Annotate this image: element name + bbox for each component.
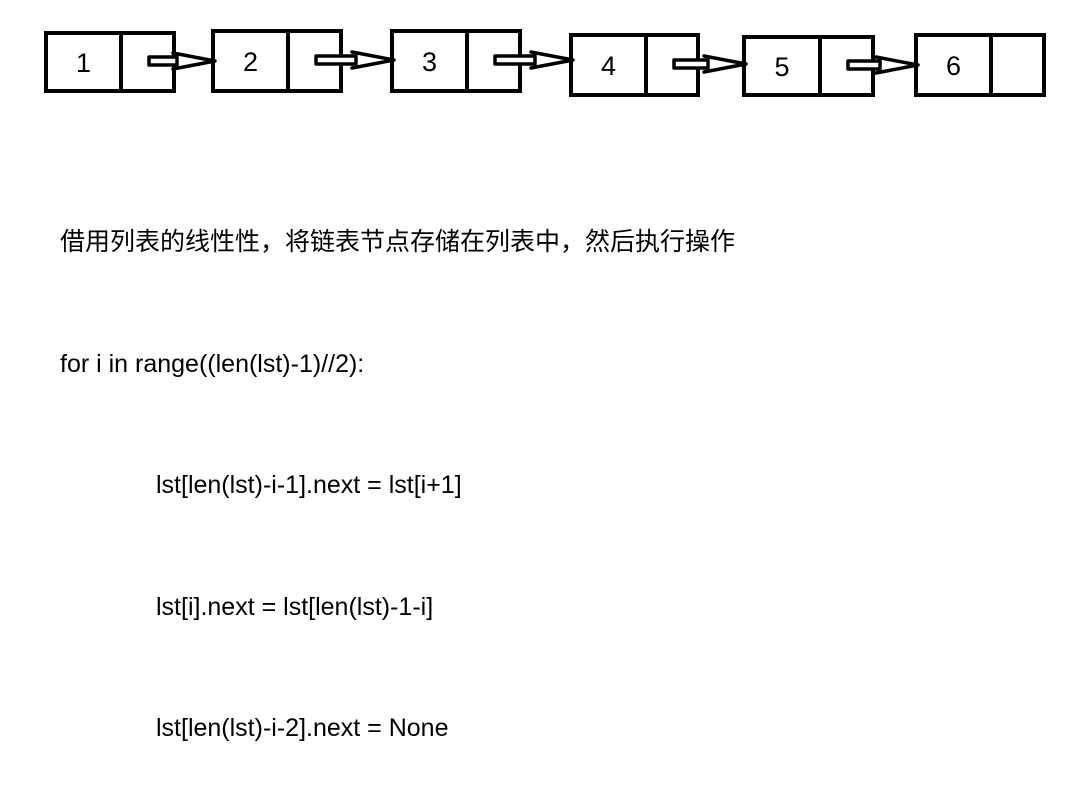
description-text: 借用列表的线性性，将链表节点存储在列表中，然后执行操作 [60,228,736,256]
arrow-head [702,54,748,74]
arrow-head [171,51,217,71]
code-line-loop: for i in range((len(lst)-1)//2): [60,349,365,378]
code-line-terminate: lst[len(lst)-i-2].next = None [156,714,449,742]
node-value-label: 6 [946,51,961,81]
arrow-head [350,50,396,70]
arrow-head [874,55,920,75]
arrow-shaft [147,55,179,67]
next-pointer-arrow-5 [846,55,920,75]
node-value-label: 5 [774,52,789,82]
next-pointer-arrow-3 [493,50,575,70]
arrow-shaft [314,54,358,66]
node-value-label: 3 [422,47,437,77]
list-node-6: 6 [914,33,1046,97]
explanation-block: 借用列表的线性性，将链表节点存储在列表中，然后执行操作 for i in ran… [60,141,735,789]
arrows-layer [147,50,920,75]
node-value-label: 2 [243,47,258,77]
next-pointer-arrow-1 [147,51,217,71]
node-value-label: 4 [601,51,616,81]
node-box [914,33,1046,97]
node-value-label: 1 [76,48,91,78]
next-pointer-arrow-2 [314,50,396,70]
arrow-shaft [493,54,537,66]
next-pointer-arrow-4 [672,54,748,74]
arrow-head [529,50,575,70]
arrow-shaft [672,58,710,70]
linked-list-diagram: 1 2 3 4 5 6 [44,29,1046,97]
arrow-shaft [846,59,882,71]
code-line-link-back: lst[len(lst)-i-1].next = lst[i+1] [156,471,462,499]
code-line-link-front: lst[i].next = lst[len(lst)-1-i] [156,592,434,621]
